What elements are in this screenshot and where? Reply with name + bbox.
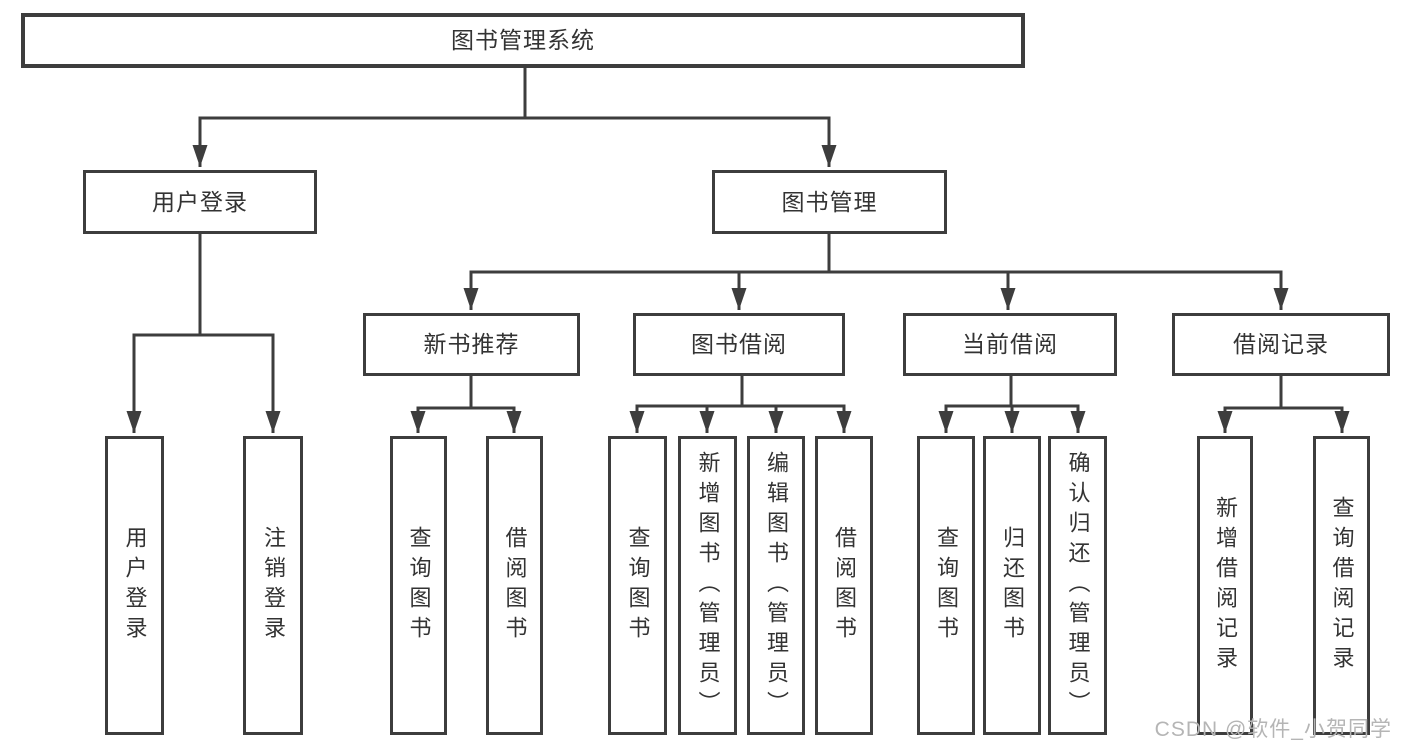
leaf-borrow-books-2: 借阅图书 xyxy=(815,436,873,735)
leaf-add-borrow-record-label: 新增借阅记录 xyxy=(1213,495,1238,676)
leaf-query-books-3-label: 查询图书 xyxy=(934,525,959,646)
node-book-mgmt: 图书管理 xyxy=(712,170,947,234)
leaf-query-books-2-label: 查询图书 xyxy=(625,525,651,646)
leaf-query-borrow-record: 查询借阅记录 xyxy=(1313,436,1370,735)
leaf-borrow-books-1: 借阅图书 xyxy=(486,436,543,735)
node-root: 图书管理系统 xyxy=(21,13,1025,68)
node-user-login-label: 用户登录 xyxy=(152,188,248,215)
leaf-edit-book-admin: 编辑图书（管理员） xyxy=(747,436,805,735)
leaf-query-books-3: 查询图书 xyxy=(917,436,975,735)
leaf-add-book-admin: 新增图书（管理员） xyxy=(678,436,737,735)
leaf-return-books: 归还图书 xyxy=(983,436,1041,735)
node-user-login: 用户登录 xyxy=(83,170,317,234)
leaf-add-book-admin-label: 新增图书（管理员） xyxy=(695,450,721,721)
node-borrow-records-label: 借阅记录 xyxy=(1233,331,1329,357)
leaf-query-borrow-record-label: 查询借阅记录 xyxy=(1329,495,1355,676)
leaf-add-borrow-record: 新增借阅记录 xyxy=(1197,436,1253,735)
leaf-query-books-1-label: 查询图书 xyxy=(406,525,432,646)
node-current-borrow: 当前借阅 xyxy=(903,313,1117,376)
node-borrow-records: 借阅记录 xyxy=(1172,313,1390,376)
csdn-watermark: CSDN @软件_小贺同学 xyxy=(1154,718,1392,741)
leaf-query-books-2: 查询图书 xyxy=(608,436,667,735)
leaf-borrow-books-1-label: 借阅图书 xyxy=(502,525,528,646)
node-book-mgmt-label: 图书管理 xyxy=(781,188,878,215)
leaf-query-books-1: 查询图书 xyxy=(390,436,447,735)
node-new-book-recommend-label: 新书推荐 xyxy=(423,331,520,357)
leaf-user-login-label: 用户登录 xyxy=(122,525,148,646)
leaf-confirm-return-admin: 确认归还（管理员） xyxy=(1048,436,1107,735)
leaf-borrow-books-2-label: 借阅图书 xyxy=(832,525,857,646)
node-book-borrow: 图书借阅 xyxy=(633,313,845,376)
node-current-borrow-label: 当前借阅 xyxy=(962,331,1058,357)
node-new-book-recommend: 新书推荐 xyxy=(363,313,580,376)
leaf-edit-book-admin-label: 编辑图书（管理员） xyxy=(764,450,789,721)
leaf-logout-label: 注销登录 xyxy=(261,525,286,646)
node-book-borrow-label: 图书借阅 xyxy=(691,331,787,357)
node-root-label: 图书管理系统 xyxy=(451,27,595,53)
leaf-return-books-label: 归还图书 xyxy=(1000,525,1025,646)
leaf-logout: 注销登录 xyxy=(243,436,303,735)
leaf-user-login: 用户登录 xyxy=(105,436,164,735)
leaf-confirm-return-admin-label: 确认归还（管理员） xyxy=(1065,450,1091,721)
